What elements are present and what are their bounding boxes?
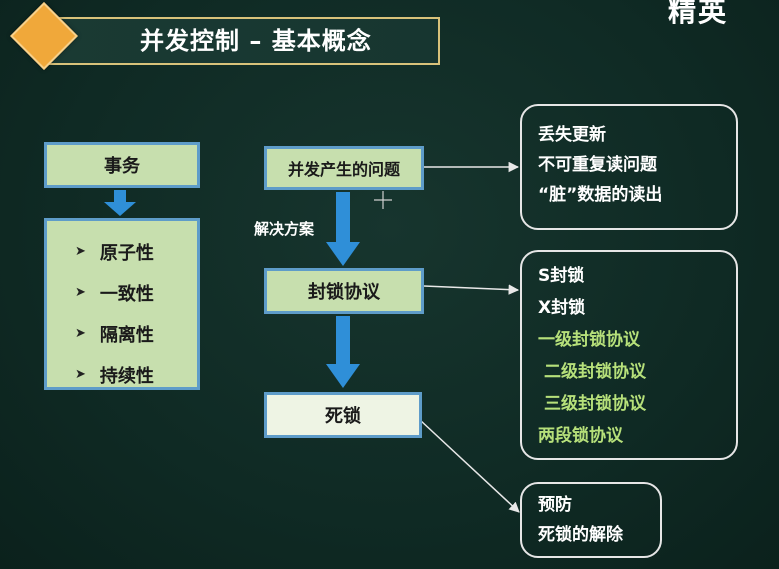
property-consistency: 一致性 [99,283,154,305]
arrow-lock-to-list [423,284,520,295]
lock-protocol-box: 封锁协议 [264,268,424,314]
lock-s: S封锁 [538,266,585,286]
property-atomicity: 原子性 [99,242,154,264]
triangle-bullet-icon: ➤ [75,326,86,341]
triangle-bullet-icon: ➤ [75,244,86,259]
triangle-bullet-icon: ➤ [75,285,86,300]
lock-protocol-two-phase: 两段锁协议 [538,426,623,446]
logo-text: 精英 [668,0,729,28]
list-item: ➤ 持续性 [75,354,197,395]
lock-protocol-level-3: 三级封锁协议 [544,394,646,414]
property-durability: 持续性 [99,365,154,387]
page-title: 并发控制 – 基本概念 [140,27,372,55]
solution-label: 解决方案 [254,220,315,238]
arrow-transaction-down [104,190,136,216]
lock-protocol-label: 封锁协议 [308,282,380,303]
arrow-problem-to-lock [326,192,360,266]
triangle-bullet-icon: ➤ [75,367,86,382]
lock-protocol-level-1: 一级封锁协议 [538,330,640,350]
lock-x: X封锁 [538,298,586,318]
problem-lost-update: 丢失更新 [538,125,606,145]
problem-nonrepeatable-read: 不可重复读问题 [538,155,657,175]
deadlock-box: 死锁 [264,392,422,438]
property-isolation: 隔离性 [99,324,154,346]
problems-box: 丢失更新 不可重复读问题 “脏”数据的读出 [520,104,738,230]
transaction-header: 事务 [104,156,140,177]
concurrency-problem-label: 并发产生的问题 [287,160,400,179]
deadlock-prevention: 预防 [538,495,572,515]
deadlock-handling-box: 预防 死锁的解除 [520,482,662,558]
locks-box: S封锁 X封锁 一级封锁协议 二级封锁协议 三级封锁协议 两段锁协议 [520,250,738,460]
transaction-header-box: 事务 [44,142,200,188]
list-item: ➤ 一致性 [75,272,197,313]
problem-dirty-read: “脏”数据的读出 [538,185,663,205]
cursor-cross-icon [374,191,392,209]
deadlock-label: 死锁 [325,406,361,427]
arrow-deadlock-to-list [419,419,520,513]
arrow-lock-to-deadlock [326,316,360,388]
list-item: ➤ 隔离性 [75,313,197,354]
list-item: ➤ 原子性 [75,231,197,272]
transaction-properties-box: ➤ 原子性 ➤ 一致性 ➤ 隔离性 ➤ 持续性 [44,218,200,390]
title-bar [40,17,440,65]
concurrency-problem-box: 并发产生的问题 [264,146,424,190]
deadlock-resolution: 死锁的解除 [538,525,623,545]
lock-protocol-level-2: 二级封锁协议 [544,362,646,382]
